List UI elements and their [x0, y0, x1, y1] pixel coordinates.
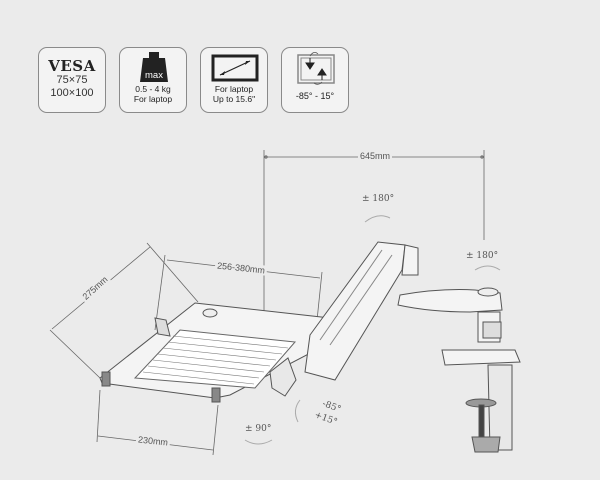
reach-dimension: 645mm	[358, 151, 393, 161]
spec-box-tilt: -85° - 15°	[281, 47, 349, 113]
weight-max-label: max	[145, 70, 163, 81]
base-swivel-angle: ± 180°	[466, 251, 499, 261]
vesa-size-small: 75×75	[56, 74, 88, 86]
spec-box-vesa: VESA 75×75 100×100	[38, 47, 106, 113]
vesa-size-large: 100×100	[50, 87, 94, 99]
gas-spring-arm	[304, 241, 521, 453]
weight-range: 0.5 - 4 kg	[135, 84, 171, 94]
vesa-title: VESA	[48, 57, 96, 75]
spec-box-weight: max 0.5 - 4 kg For laptop	[119, 47, 187, 113]
screen-diagonal-icon	[201, 48, 267, 84]
tilt-icon	[282, 48, 348, 88]
screen-size-label: For laptop	[214, 84, 254, 94]
arm-swivel-angle: ± 180°	[362, 194, 395, 204]
weight-note: For laptop	[133, 94, 173, 104]
weight-icon: max	[120, 48, 186, 84]
spec-box-screen-size: For laptop Up to 15.6"	[200, 47, 268, 113]
screen-size-value: Up to 15.6"	[212, 94, 256, 104]
laptop-tray	[99, 302, 346, 403]
tilt-range: -85° - 15°	[295, 91, 335, 101]
tray-rotate-angle: ± 90°	[245, 424, 272, 434]
